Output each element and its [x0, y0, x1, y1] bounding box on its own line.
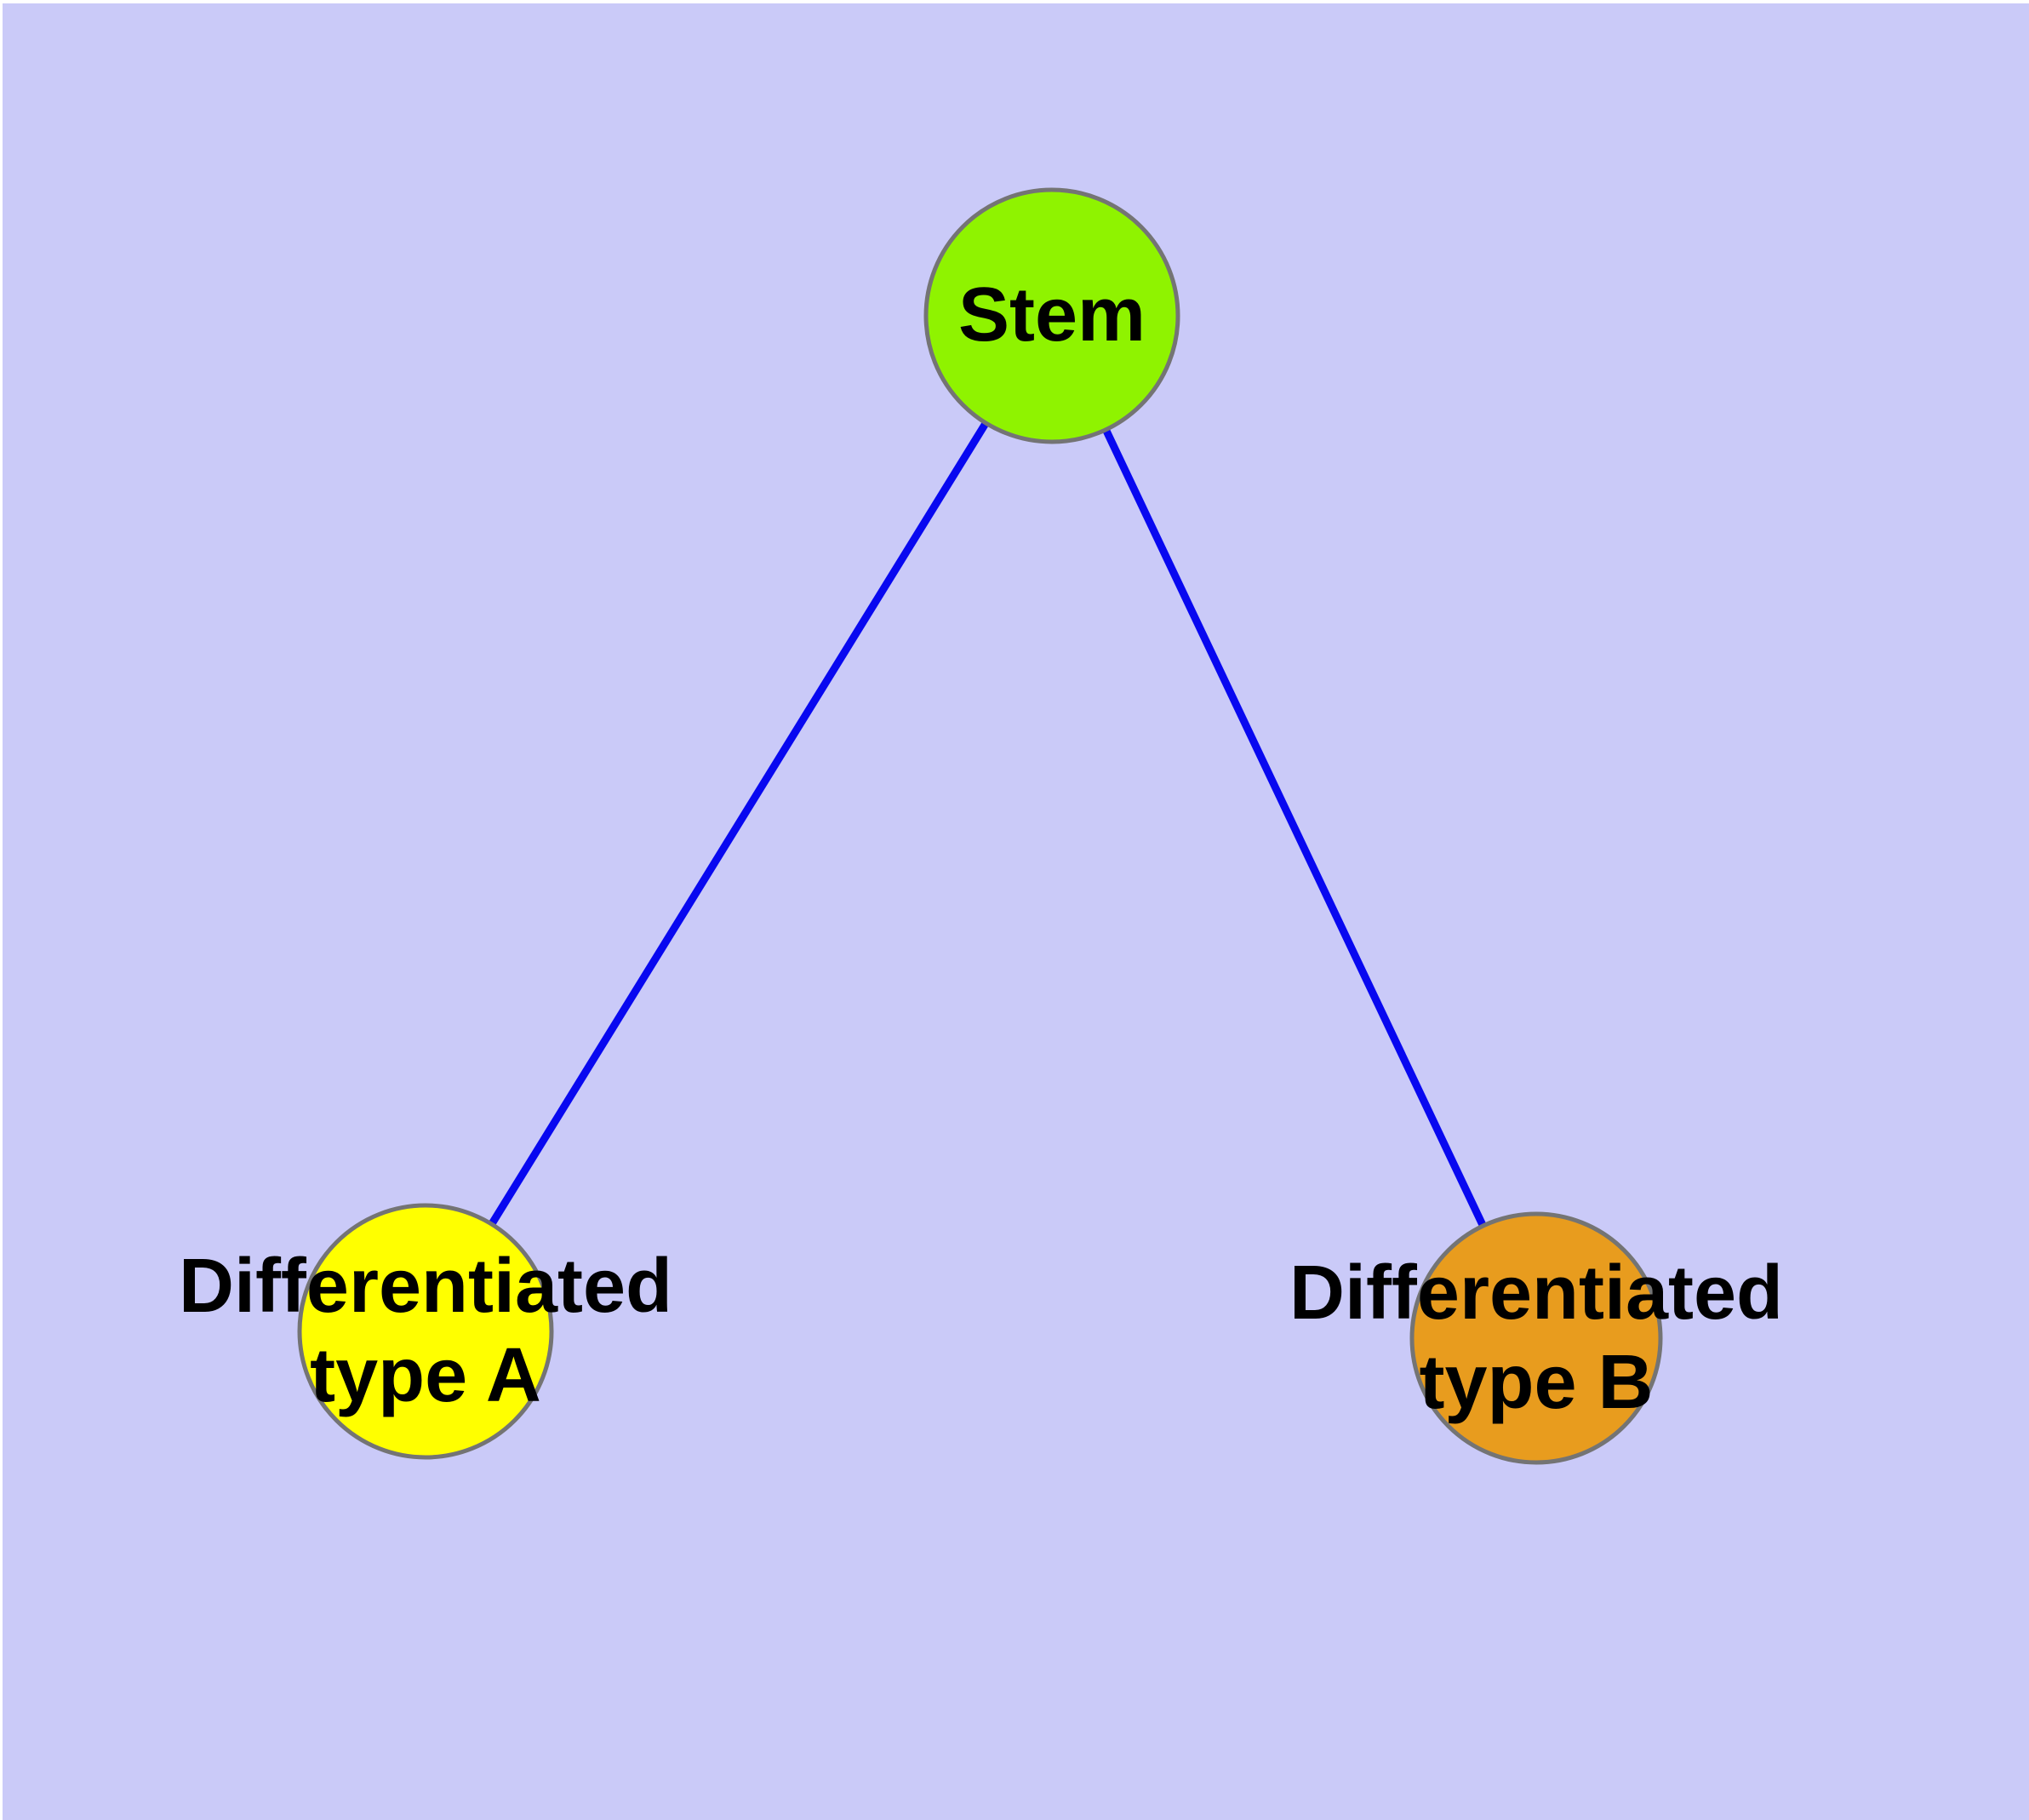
node-type-a-label-line2: type A	[310, 1333, 541, 1418]
edge-stem-to-type-b	[1048, 314, 1540, 1340]
node-type-a-label-line1: Differentiated	[178, 1244, 673, 1329]
node-type-a-circle	[297, 1203, 554, 1460]
node-type-a-label: Differentiated type A	[85, 1242, 766, 1421]
node-type-b-label-line1: Differentiated	[1289, 1251, 1784, 1336]
node-stem-label: Stem	[957, 272, 1146, 358]
node-type-b-label: Differentiated type B	[1196, 1249, 1877, 1428]
edge-stem-to-type-a	[422, 313, 1055, 1334]
node-stem-circle	[923, 187, 1180, 444]
node-type-b-label-line2: type B	[1419, 1340, 1654, 1425]
node-type-b-circle	[1409, 1211, 1663, 1465]
